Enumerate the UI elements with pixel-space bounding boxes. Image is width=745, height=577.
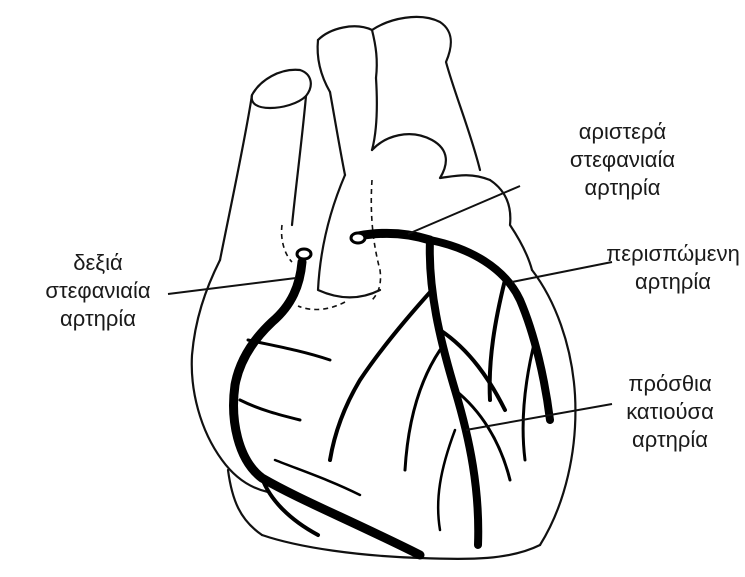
label-left-coronary-line-3: αρτηρία: [540, 174, 705, 202]
lad-left-branch-1: [330, 290, 432, 460]
heart-outline-right: [532, 270, 575, 545]
vena-cava-body: [220, 95, 306, 260]
hidden-outline-1: [282, 225, 292, 262]
hidden-outline-2: [370, 180, 381, 302]
anterior-descending-artery: [430, 240, 478, 545]
superior-vena-cava: [252, 70, 311, 108]
aortic-arch-outline: [318, 17, 480, 170]
leader-circumflex: [512, 262, 612, 282]
leader-left-coronary: [408, 186, 520, 234]
right-atrium: [192, 260, 268, 492]
label-right-coronary-line-3: αρτηρία: [18, 305, 178, 333]
label-circumflex: περισπώμενη αρτηρία: [603, 240, 743, 296]
label-left-coronary: αριστερά στεφανιαία αρτηρία: [540, 118, 705, 202]
label-right-coronary-line-1: δεξιά: [18, 249, 178, 277]
heart-outline-left: [228, 470, 262, 535]
label-circumflex-line-2: αρτηρία: [603, 268, 743, 296]
ascending-aorta: [330, 78, 377, 175]
label-left-coronary-line-1: αριστερά: [540, 118, 705, 146]
right-coronary-ostium: [297, 249, 311, 259]
label-anterior-descending: πρόσθια κατιούσα αρτηρία: [600, 370, 740, 454]
circumflex-branch-2: [523, 340, 535, 460]
label-right-coronary: δεξιά στεφανιαία αρτηρία: [18, 249, 178, 333]
hidden-outline-3: [298, 302, 345, 309]
rca-branch-2: [240, 400, 300, 420]
lad-left-branch-2: [405, 350, 440, 470]
lad-left-branch-3: [438, 430, 455, 530]
label-right-coronary-line-2: στεφανιαία: [18, 277, 178, 305]
aortic-arch-inner: [318, 30, 377, 92]
rca-branch-3: [248, 340, 330, 360]
label-anterior-descending-line-3: αρτηρία: [600, 426, 740, 454]
label-left-coronary-line-2: στεφανιαία: [540, 146, 705, 174]
left-coronary-artery: [358, 233, 430, 240]
label-anterior-descending-line-2: κατιούσα: [600, 398, 740, 426]
leader-right-coronary: [168, 278, 296, 294]
left-atrium-edge: [490, 180, 532, 270]
label-anterior-descending-line-1: πρόσθια: [600, 370, 740, 398]
circumflex-branch-1: [490, 280, 505, 400]
label-circumflex-line-1: περισπώμενη: [603, 240, 743, 268]
left-coronary-ostium: [351, 233, 365, 243]
leader-anterior-descending: [466, 404, 612, 430]
